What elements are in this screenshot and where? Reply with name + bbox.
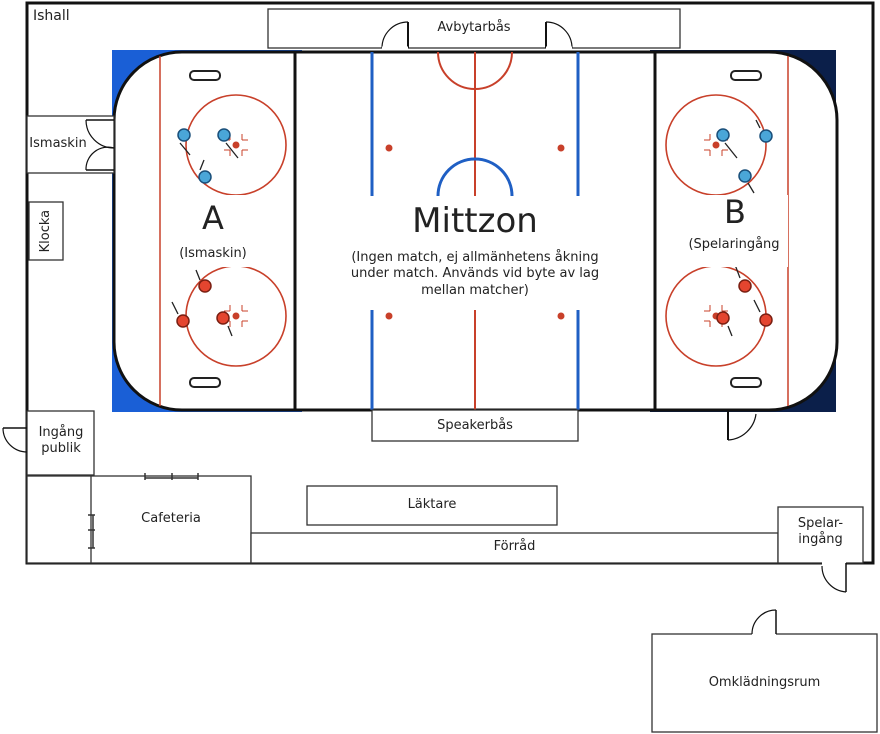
player-red-icon bbox=[753, 299, 773, 327]
faceoff-dot bbox=[557, 312, 565, 320]
player-blue-icon bbox=[198, 159, 212, 184]
door-icon bbox=[821, 561, 847, 593]
player-blue-icon bbox=[716, 128, 738, 159]
door-icon bbox=[545, 21, 573, 50]
player-red-icon bbox=[171, 301, 190, 328]
player-blue-icon bbox=[177, 128, 191, 156]
faceoff-dot bbox=[232, 312, 240, 320]
center-circle-bottom bbox=[436, 157, 514, 197]
window-marks bbox=[88, 473, 199, 549]
mittzon-label-panel bbox=[300, 196, 650, 310]
player-blue-icon bbox=[217, 128, 239, 159]
door-icon bbox=[751, 609, 777, 636]
ingang-publik-label: Ingång publik bbox=[38, 425, 84, 457]
door-icon bbox=[381, 21, 409, 50]
omkladningsrum-label: Omklädningsrum bbox=[708, 675, 821, 690]
spelaringang-label: Spelar- ingång bbox=[797, 516, 844, 548]
mittzon-subtitle: (Ingen match, ej allmänhetens åkning und… bbox=[350, 250, 600, 298]
avbytarbas-box bbox=[267, 8, 681, 49]
klocka-box bbox=[28, 201, 64, 261]
avbytarbas-label: Avbytarbås bbox=[437, 20, 511, 35]
zone-b-subtitle: (Spelaringång bbox=[688, 237, 780, 252]
goal-net bbox=[730, 70, 762, 81]
player-red-icon bbox=[716, 311, 733, 337]
door-icon bbox=[85, 119, 115, 171]
mittzon-title: Mittzon bbox=[412, 201, 538, 241]
speakerbas-label: Speakerbås bbox=[437, 418, 513, 433]
zone-a-subtitle: (Ismaskin) bbox=[179, 246, 247, 261]
player-red-icon bbox=[216, 311, 233, 337]
door-icon bbox=[2, 427, 28, 453]
goal-net bbox=[189, 377, 221, 388]
zone-a-title: A bbox=[202, 199, 224, 237]
speakerbas-box bbox=[371, 409, 579, 442]
faceoff-dot bbox=[232, 141, 240, 149]
cafeteria-label: Cafeteria bbox=[141, 511, 201, 526]
zone-a-label-panel bbox=[162, 195, 290, 267]
ismaskin-label: Ismaskin bbox=[29, 136, 87, 151]
faceoff-dot bbox=[385, 312, 393, 320]
faceoff-dot bbox=[385, 144, 393, 152]
forrad-box bbox=[250, 532, 779, 564]
player-blue-icon bbox=[738, 169, 755, 194]
spelaringang-box bbox=[777, 506, 864, 564]
klocka-label: Klocka bbox=[37, 209, 53, 253]
ingang-publik-box bbox=[26, 410, 95, 476]
goal-net bbox=[730, 377, 762, 388]
goal-net bbox=[189, 70, 221, 81]
player-red-icon bbox=[195, 269, 212, 293]
laktare-box bbox=[306, 485, 558, 526]
faceoff-dot bbox=[712, 141, 720, 149]
building-label: Ishall bbox=[33, 8, 70, 24]
faceoff-dot bbox=[557, 144, 565, 152]
player-blue-icon bbox=[755, 119, 773, 143]
laktare-label: Läktare bbox=[407, 497, 457, 512]
zone-b-title: B bbox=[724, 193, 746, 231]
zone-b-label-panel bbox=[680, 195, 788, 267]
center-circle-top bbox=[437, 51, 513, 90]
door-icon bbox=[727, 410, 757, 441]
forrad-label: Förråd bbox=[493, 539, 536, 554]
cafeteria-box bbox=[26, 475, 252, 564]
omkladningsrum-box bbox=[651, 633, 878, 733]
